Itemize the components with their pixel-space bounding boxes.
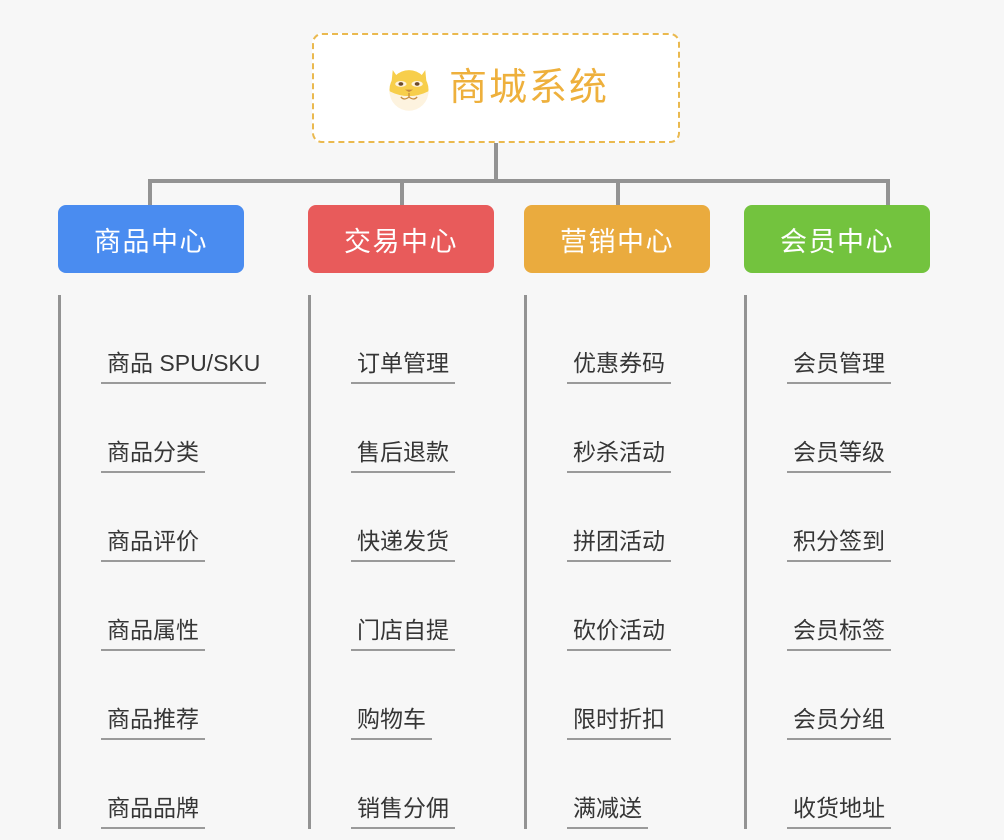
- list-item[interactable]: 商品分类: [74, 384, 308, 473]
- leaf-label: 商品分类: [101, 439, 205, 473]
- category-label-2: 营销中心: [560, 226, 674, 257]
- leaf-list-2: 优惠券码 秒杀活动 拼团活动 砍价活动 限时折扣 满减送: [524, 295, 740, 829]
- category-header-3[interactable]: 会员中心: [744, 205, 930, 273]
- list-item[interactable]: 秒杀活动: [540, 384, 740, 473]
- list-item[interactable]: 会员分组: [760, 651, 960, 740]
- category-header-0[interactable]: 商品中心: [58, 205, 244, 273]
- category-column-2: 营销中心 优惠券码 秒杀活动 拼团活动 砍价活动 限时折扣 满减送: [524, 205, 740, 829]
- list-item[interactable]: 商品 SPU/SKU: [74, 295, 308, 384]
- list-item[interactable]: 收货地址: [760, 740, 960, 829]
- list-item[interactable]: 砍价活动: [540, 562, 740, 651]
- leaf-label: 收货地址: [787, 795, 891, 829]
- leaf-label: 秒杀活动: [567, 439, 671, 473]
- list-item[interactable]: 满减送: [540, 740, 740, 829]
- root-node[interactable]: 商城系统: [312, 33, 680, 143]
- leaf-label: 商品推荐: [101, 706, 205, 740]
- leaf-label: 商品属性: [101, 617, 205, 651]
- leaf-label: 快递发货: [351, 528, 455, 562]
- leaf-label: 门店自提: [351, 617, 455, 651]
- list-item[interactable]: 会员标签: [760, 562, 960, 651]
- list-item[interactable]: 限时折扣: [540, 651, 740, 740]
- leaf-label: 售后退款: [351, 439, 455, 473]
- list-item[interactable]: 商品品牌: [74, 740, 308, 829]
- connector-root-stem: [494, 143, 498, 179]
- leaf-list-1: 订单管理 售后退款 快递发货 门店自提 购物车 销售分佣: [308, 295, 524, 829]
- leaf-label: 积分签到: [787, 528, 891, 562]
- list-item[interactable]: 商品属性: [74, 562, 308, 651]
- category-column-3: 会员中心 会员管理 会员等级 积分签到 会员标签 会员分组 收货地址: [744, 205, 960, 829]
- list-item[interactable]: 销售分佣: [324, 740, 524, 829]
- leaf-list-0: 商品 SPU/SKU 商品分类 商品评价 商品属性 商品推荐 商品品牌: [58, 295, 308, 829]
- shiba-dog-face-icon: [389, 70, 429, 111]
- leaf-label: 销售分佣: [351, 795, 455, 829]
- leaf-label: 优惠券码: [567, 350, 671, 384]
- leaf-label: 订单管理: [351, 350, 455, 384]
- leaf-label: 砍价活动: [567, 617, 671, 651]
- connector-drop-2: [616, 179, 620, 205]
- list-item[interactable]: 会员管理: [760, 295, 960, 384]
- connector-drop-1: [400, 179, 404, 205]
- leaf-label: 会员标签: [787, 617, 891, 651]
- list-item[interactable]: 售后退款: [324, 384, 524, 473]
- list-item[interactable]: 快递发货: [324, 473, 524, 562]
- category-column-1: 交易中心 订单管理 售后退款 快递发货 门店自提 购物车 销售分佣: [308, 205, 524, 829]
- list-item[interactable]: 购物车: [324, 651, 524, 740]
- connector-drop-0: [148, 179, 152, 205]
- leaf-list-3: 会员管理 会员等级 积分签到 会员标签 会员分组 收货地址: [744, 295, 960, 829]
- leaf-label: 限时折扣: [567, 706, 671, 740]
- leaf-label: 购物车: [351, 706, 432, 740]
- leaf-label: 拼团活动: [567, 528, 671, 562]
- list-item[interactable]: 拼团活动: [540, 473, 740, 562]
- category-label-3: 会员中心: [780, 226, 894, 257]
- list-item[interactable]: 商品推荐: [74, 651, 308, 740]
- list-item[interactable]: 订单管理: [324, 295, 524, 384]
- leaf-label: 会员管理: [787, 350, 891, 384]
- leaf-label: 商品 SPU/SKU: [101, 350, 267, 384]
- leaf-label: 商品评价: [101, 528, 205, 562]
- list-item[interactable]: 会员等级: [760, 384, 960, 473]
- list-item[interactable]: 商品评价: [74, 473, 308, 562]
- list-item[interactable]: 积分签到: [760, 473, 960, 562]
- connector-horizontal-bus: [148, 179, 890, 183]
- leaf-label: 会员分组: [787, 706, 891, 740]
- connector-drop-3: [886, 179, 890, 205]
- category-header-2[interactable]: 营销中心: [524, 205, 710, 273]
- category-column-0: 商品中心 商品 SPU/SKU 商品分类 商品评价 商品属性 商品推荐 商品品牌: [58, 205, 308, 829]
- category-label-0: 商品中心: [94, 226, 208, 257]
- leaf-label: 商品品牌: [101, 795, 205, 829]
- leaf-label: 满减送: [567, 795, 648, 829]
- category-label-1: 交易中心: [344, 226, 458, 257]
- root-title: 商城系统: [448, 67, 609, 109]
- list-item[interactable]: 优惠券码: [540, 295, 740, 384]
- list-item[interactable]: 门店自提: [324, 562, 524, 651]
- leaf-label: 会员等级: [787, 439, 891, 473]
- category-header-1[interactable]: 交易中心: [308, 205, 494, 273]
